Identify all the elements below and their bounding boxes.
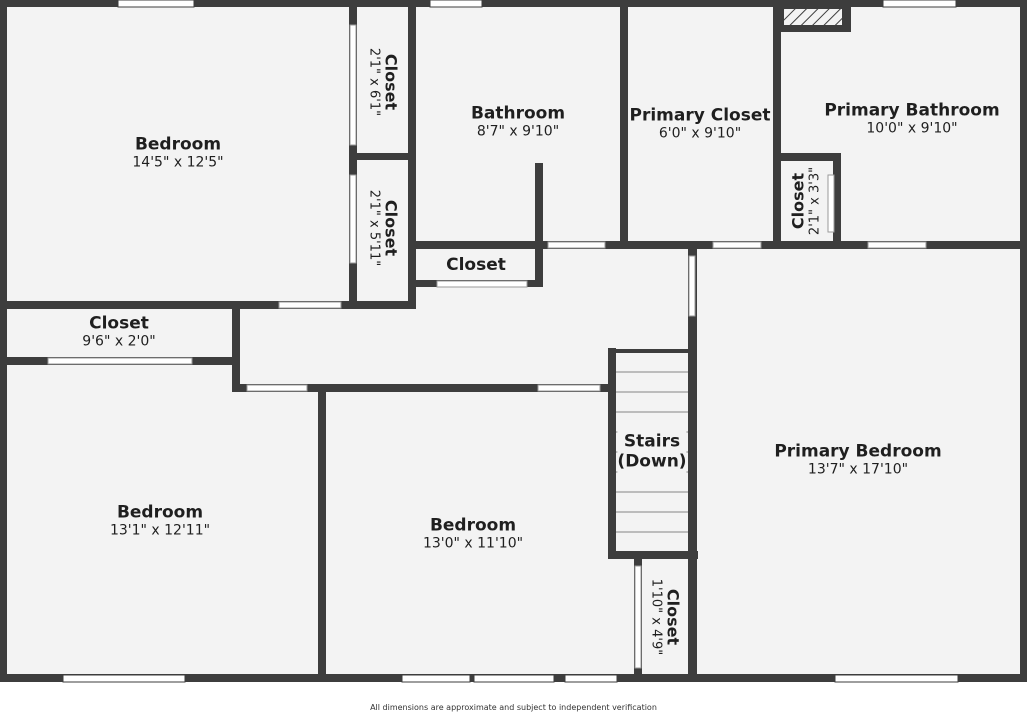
windows [62, 0, 959, 683]
room-label-primary-bathroom: Primary Bathroom 10'0" x 9'10" [824, 100, 999, 137]
room-dimensions: 14'5" x 12'5" [132, 154, 224, 171]
door-openings [47, 24, 927, 669]
room-label-closet-stairs: Closet 1'10" x 4'9" [648, 578, 683, 656]
room-name: Primary Bathroom [824, 100, 1000, 121]
room-label-closet-primary-bath: Closet 2'1" x 3'3" [789, 167, 824, 235]
room-name: Bedroom [429, 515, 517, 536]
room-name: Stairs (Down) [617, 431, 687, 472]
room-label-stairs: Stairs (Down) [617, 429, 687, 475]
room-dimensions: 13'1" x 12'11" [109, 522, 211, 539]
room-dimensions: 9'6" x 2'0" [82, 333, 156, 350]
room-label-bedroom-top-left: Bedroom 14'5" x 12'5" [132, 134, 223, 171]
disclaimer: All dimensions are approximate and subje… [370, 703, 657, 712]
room-label-primary-bedroom: Primary Bedroom 13'7" x 17'10" [774, 441, 941, 478]
room-dimensions: 10'0" x 9'10" [866, 120, 958, 137]
room-name: Primary Closet [629, 105, 771, 126]
room-dimensions: 13'0" x 11'10" [422, 535, 524, 552]
room-label-closet-left: Closet 9'6" x 2'0" [82, 313, 155, 350]
room-name: Closet [663, 588, 683, 646]
room-dimensions: 2'1" x 3'3" [807, 166, 823, 236]
mechanical-chase [782, 7, 844, 27]
room-dimensions: 2'1" x 5'11" [366, 189, 382, 267]
room-dimensions: 13'7" x 17'10" [807, 461, 909, 478]
room-label-bathroom: Bathroom 8'7" x 9'10" [471, 103, 565, 140]
room-name: Closet [381, 199, 401, 257]
room-label-bedroom-bottom-left: Bedroom 13'1" x 12'11" [110, 502, 210, 539]
room-name: Closet [788, 172, 808, 230]
room-label-closet-lower: Closet 2'1" x 5'11" [366, 189, 401, 267]
room-name: Primary Bedroom [774, 441, 942, 462]
room-label-bedroom-center: Bedroom 13'0" x 11'10" [423, 515, 523, 552]
room-name: Bedroom [116, 502, 204, 523]
room-dimensions: 1'10" x 4'9" [648, 578, 664, 656]
room-label-primary-closet: Primary Closet 6'0" x 9'10" [630, 105, 771, 142]
room-name: Closet [446, 254, 506, 275]
room-dimensions: 6'0" x 9'10" [658, 125, 742, 142]
room-label-closet-hall: Closet [446, 255, 506, 275]
room-dimensions: 2'1" x 6'1" [366, 47, 382, 117]
room-label-closet-upper: Closet 2'1" x 6'1" [366, 47, 401, 117]
room-dimensions: 8'7" x 9'10" [476, 123, 560, 140]
floor-area [0, 0, 1027, 682]
room-name: Closet [381, 53, 401, 111]
room-name: Closet [89, 313, 149, 334]
room-name: Bathroom [470, 103, 566, 124]
room-name: Bedroom [134, 134, 222, 155]
